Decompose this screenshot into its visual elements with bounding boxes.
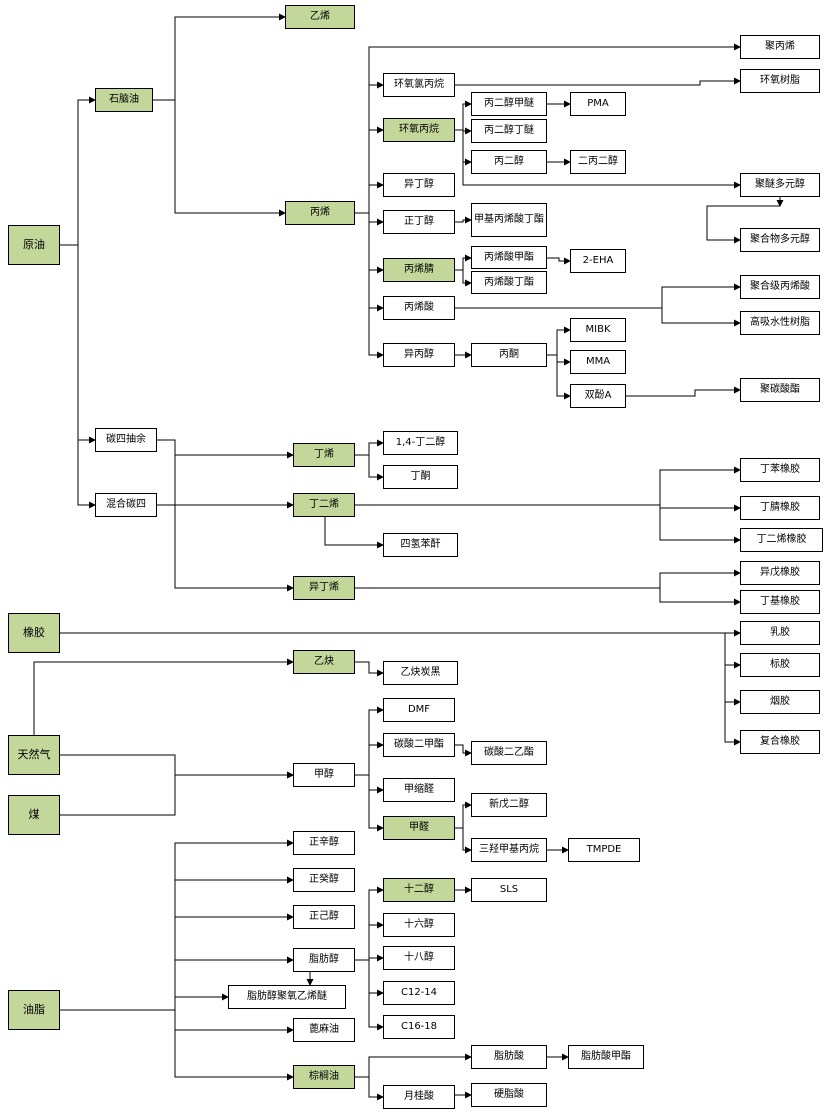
node-bisphenol-a: 双酚A [570,384,626,408]
node-cetyl-alcohol: 十六醇 [383,913,455,937]
node-acrylic-acid: 丙烯酸 [383,296,455,320]
node-polymer-polyol: 聚合物多元醇 [740,228,820,252]
node-stearic-acid: 硬脂酸 [471,1083,547,1107]
node-2-eha: 2-EHA [570,249,626,273]
node-fatty-alcohol: 脂肪醇 [293,948,355,972]
node-c4-raffinate: 碳四抽余 [95,428,157,452]
node-n-decanol: 正癸醇 [293,868,355,892]
node-butene: 丁烯 [293,443,355,467]
node-methylal: 甲缩醛 [383,778,455,802]
node-standard-rubber: 标胶 [740,653,820,677]
node-methanol: 甲醇 [293,763,355,787]
edges-from-crude-oil [60,96,96,509]
edges-gas-coal-methanol [33,658,569,854]
node-coal: 煤 [8,795,60,835]
node-propylene-glycol: 丙二醇 [471,150,547,174]
node-mibk: MIBK [570,318,626,342]
edges-from-rubber [60,629,741,746]
node-dmf: DMF [383,698,455,722]
node-dmc: 碳酸二甲酯 [383,733,455,757]
node-nbr: 丁腈橡胶 [740,496,820,520]
node-polycarbonate: 聚碳酸酯 [740,378,820,402]
node-isopropanol: 异丙醇 [383,343,455,367]
node-butyl-acrylate: 丙烯酸丁酯 [471,271,547,294]
node-c16-18: C16-18 [383,1015,455,1039]
edges-propylene-chain [455,77,784,400]
node-sbr: 丁苯橡胶 [740,458,820,482]
node-dec: 碳酸二乙酯 [471,741,547,765]
node-methyl-acrylate: 丙烯酸甲酯 [471,246,547,269]
node-tmpde: TMPDE [568,838,640,862]
node-latex: 乳胶 [740,621,820,645]
node-smoked-rubber: 烟胶 [740,690,820,714]
node-fatty-acid-methyl-ester: 脂肪酸甲酯 [568,1045,644,1069]
node-fatty-acid: 脂肪酸 [471,1045,547,1069]
node-tmp: 三羟甲基丙烷 [471,838,547,862]
node-naphtha: 石脑油 [95,88,153,112]
node-mixed-c4: 混合碳四 [95,493,157,517]
node-butadiene: 丁二烯 [293,493,355,517]
node-oils-fats: 油脂 [8,990,60,1030]
node-formaldehyde: 甲醛 [383,816,455,840]
node-acetylene-black: 乙炔炭黑 [383,661,458,685]
node-isoprene-rubber: 异戊橡胶 [740,561,820,585]
node-stearyl-alcohol: 十八醇 [383,946,455,970]
node-thpa: 四氢苯酐 [383,533,458,557]
node-pgme: 丙二醇甲醚 [471,92,547,116]
node-c12-14: C12-14 [383,981,455,1005]
node-rubber: 橡胶 [8,613,60,653]
node-acetone: 丙酮 [471,343,547,367]
edges-oleochemical-chain [60,839,569,1101]
node-lauric-acid: 月桂酸 [383,1085,455,1109]
node-butadiene-rubber: 丁二烯橡胶 [740,528,823,552]
edges-c4-chain [157,439,741,606]
node-butyl-methacrylate: 甲基丙烯酸丁酯 [471,203,547,237]
node-mma: MMA [570,350,626,374]
node-sls: SLS [471,878,547,902]
node-epoxy-resin: 环氧树脂 [740,69,820,93]
node-n-octanol: 正辛醇 [293,831,355,855]
node-n-hexanol: 正己醇 [293,905,355,929]
node-pma: PMA [570,92,626,116]
node-lauryl-alcohol: 十二醇 [383,878,455,902]
node-acetylene: 乙炔 [293,650,355,674]
node-butanone: 丁酮 [383,465,458,489]
node-super-absorbent-polymer: 高吸水性树脂 [740,311,820,335]
node-polymer-grade-acrylic-acid: 聚合级丙烯酸 [740,275,820,299]
node-propylene: 丙烯 [285,201,355,225]
node-crude-oil: 原油 [8,225,60,265]
node-pgbe: 丙二醇丁醚 [471,119,547,143]
node-epichlorohydrin: 环氧氯丙烷 [383,73,455,97]
node-castor-oil: 蓖麻油 [293,1018,355,1042]
node-14-butanediol: 1,4-丁二醇 [383,431,458,455]
node-n-butanol: 正丁醇 [383,210,455,234]
node-acrylonitrile: 丙烯腈 [383,258,455,282]
node-isobutanol: 异丁醇 [383,173,455,197]
node-npg: 新戊二醇 [471,793,547,817]
node-isobutylene: 异丁烯 [293,576,355,600]
node-natural-gas: 天然气 [8,735,60,775]
node-aeo: 脂肪醇聚氧乙烯醚 [228,985,346,1009]
node-butyl-rubber: 丁基橡胶 [740,590,820,614]
node-ethylene: 乙烯 [285,5,355,29]
node-polypropylene: 聚丙烯 [740,35,820,59]
edges-from-naphtha [153,13,286,217]
node-polyether-polyol: 聚醚多元醇 [740,173,820,197]
node-dpg: 二丙二醇 [570,150,626,174]
node-palm-oil: 棕榈油 [293,1065,355,1089]
node-compound-rubber: 复合橡胶 [740,730,820,754]
edges-from-propylene [355,43,741,359]
node-propylene-oxide: 环氧丙烷 [383,118,455,142]
